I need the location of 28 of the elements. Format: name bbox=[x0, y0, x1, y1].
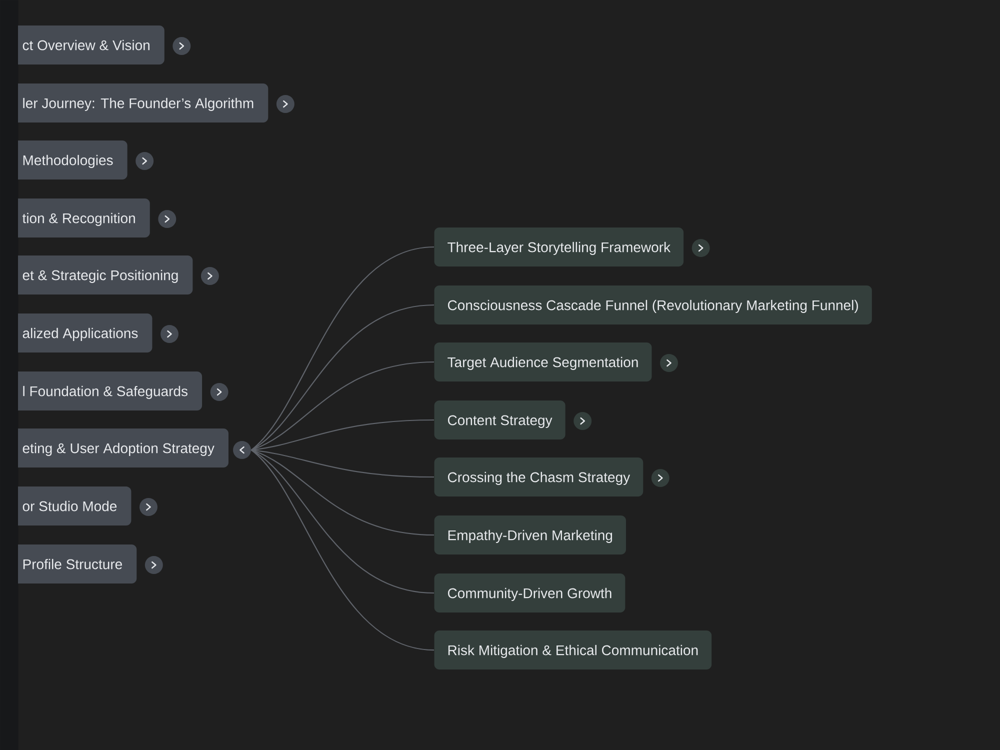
branch-line bbox=[251, 450, 434, 536]
topic-box: l Foundation & Safeguards bbox=[18, 372, 202, 410]
topic-box: ler Journey: The Founder’s Algorithm bbox=[18, 84, 268, 122]
branch-line bbox=[250, 450, 434, 594]
topic-box: or Studio Mode bbox=[18, 486, 132, 526]
subtopic-box: Consciousness Cascade Funnel (Revolutionary Marketing Funnel) bbox=[434, 286, 872, 324]
sidebar bbox=[0, 0, 18, 750]
subtopic-box: Three-Layer Storytelling Framework bbox=[434, 228, 684, 266]
topic-box: Profile Structure bbox=[18, 544, 137, 584]
topic-box: tion & Recognition bbox=[18, 198, 150, 238]
subtopic-box: Empathy-Driven Marketing bbox=[434, 516, 626, 554]
branch-line bbox=[251, 449, 434, 478]
branch-line bbox=[251, 361, 434, 451]
subtopic-box: Target Audience Segmentation bbox=[434, 342, 652, 382]
subtopic-box: Content Strategy bbox=[434, 400, 566, 440]
topic-box: alized Applications bbox=[18, 314, 152, 353]
branch-line bbox=[250, 450, 434, 651]
branch-line bbox=[251, 419, 434, 451]
subtopic-box: Community-Driven Growth bbox=[434, 574, 626, 612]
subtopic-box: Risk Mitigation & Ethical Communication bbox=[434, 630, 712, 670]
collapse-toggle-icon bbox=[233, 441, 251, 459]
branch-line bbox=[250, 304, 434, 450]
topic-box: eting & User Adoption Strategy bbox=[18, 428, 228, 468]
subtopic-box: Crossing the Chasm Strategy bbox=[434, 458, 644, 496]
topic-box: Methodologies bbox=[18, 140, 128, 180]
branch-line bbox=[250, 246, 434, 450]
topic-box: et & Strategic Positioning bbox=[18, 256, 193, 294]
topic-box: ct Overview & Vision bbox=[18, 26, 164, 64]
